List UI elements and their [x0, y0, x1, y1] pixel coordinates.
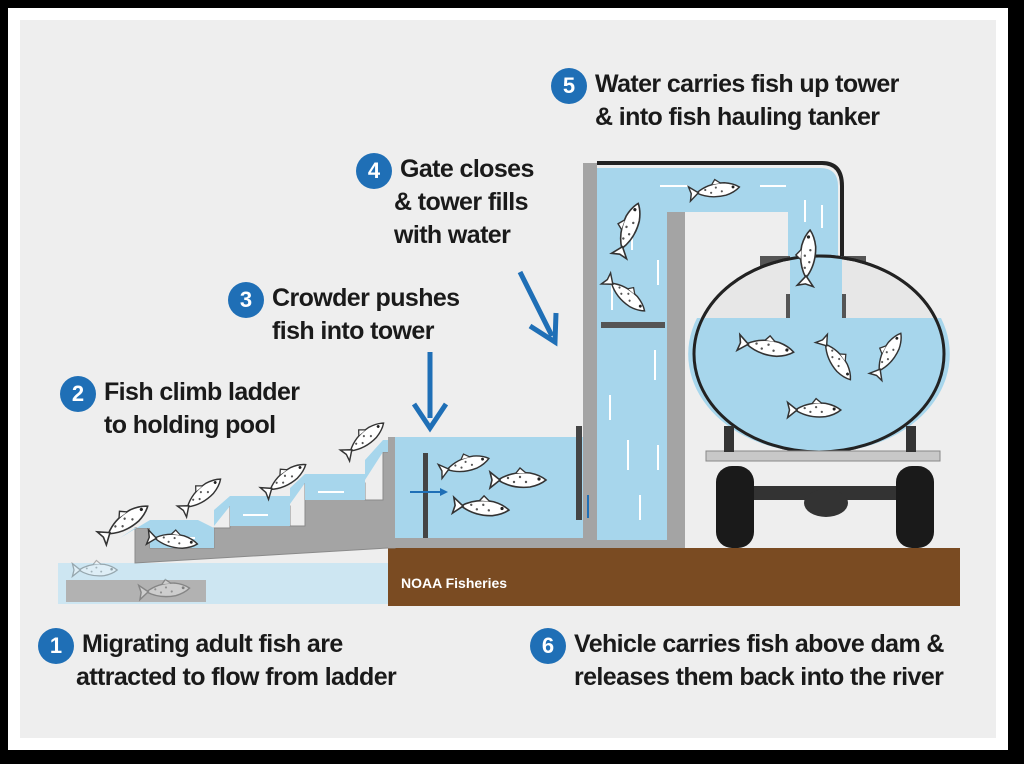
truck-wheel-right — [896, 466, 934, 548]
ladder-pool-2 — [214, 496, 290, 526]
step-label: Gate closes & tower fills with water — [394, 153, 534, 252]
step-6: 6 Vehicle carries fish above dam & relea… — [530, 628, 944, 694]
tower-right-wall — [667, 212, 685, 548]
tower-left-wall — [583, 163, 597, 548]
crowder — [423, 453, 428, 538]
step-label: Crowder pushes fish into tower — [272, 282, 460, 348]
ladder-pool-3 — [290, 474, 365, 504]
step-label: Vehicle carries fish above dam & release… — [574, 628, 944, 694]
step-number-badge: 4 — [356, 153, 392, 189]
step-2: 2 Fish climb ladder to holding pool — [60, 376, 300, 442]
ground — [388, 548, 960, 606]
step-label-line: & into fish hauling tanker — [595, 103, 880, 131]
holding-pool-floor — [388, 538, 588, 548]
step-label: Migrating adult fish are attracted to fl… — [76, 628, 397, 694]
step-label: Water carries fish up tower & into fish … — [595, 68, 899, 134]
step-label-line: attracted to flow from ladder — [76, 663, 397, 691]
step-label-line: Water carries fish up tower — [595, 70, 899, 98]
step-label-line: Fish climb ladder — [104, 378, 300, 406]
gate — [576, 426, 582, 520]
credit-label: NOAA Fisheries — [401, 575, 508, 591]
step-number-badge: 5 — [551, 68, 587, 104]
step-label-line: to holding pool — [104, 411, 276, 439]
step-3: 3 Crowder pushes fish into tower — [228, 282, 460, 348]
step-label-line: & tower fills — [394, 188, 528, 216]
step-number-badge: 6 — [530, 628, 566, 664]
step-label-line: fish into tower — [272, 317, 434, 345]
step-label-line: Migrating adult fish are — [82, 630, 343, 658]
step-label-line: with water — [394, 221, 511, 249]
holding-pool — [393, 437, 583, 540]
step-number-badge: 2 — [60, 376, 96, 412]
step-number-badge: 1 — [38, 628, 74, 664]
ladder-pool-4 — [365, 440, 395, 480]
step-label-line: releases them back into the river — [574, 663, 944, 691]
step-label-line: Crowder pushes — [272, 284, 460, 312]
step-1: 1 Migrating adult fish are attracted to … — [38, 628, 397, 694]
step-number-badge: 3 — [228, 282, 264, 318]
tower-divider — [601, 322, 665, 328]
step-label-line: Gate closes — [400, 155, 534, 183]
truck-deck — [705, 450, 941, 462]
step-5: 5 Water carries fish up tower & into fis… — [551, 68, 899, 134]
step-label: Fish climb ladder to holding pool — [104, 376, 300, 442]
truck-wheel-left — [716, 466, 754, 548]
transfer-pipe — [597, 168, 838, 256]
step-4: 4 Gate closes & tower fills with water — [356, 153, 534, 252]
step-label-line: Vehicle carries fish above dam & — [574, 630, 944, 658]
arrow-down-icon — [517, 270, 559, 347]
arrow-down-icon — [411, 352, 449, 433]
